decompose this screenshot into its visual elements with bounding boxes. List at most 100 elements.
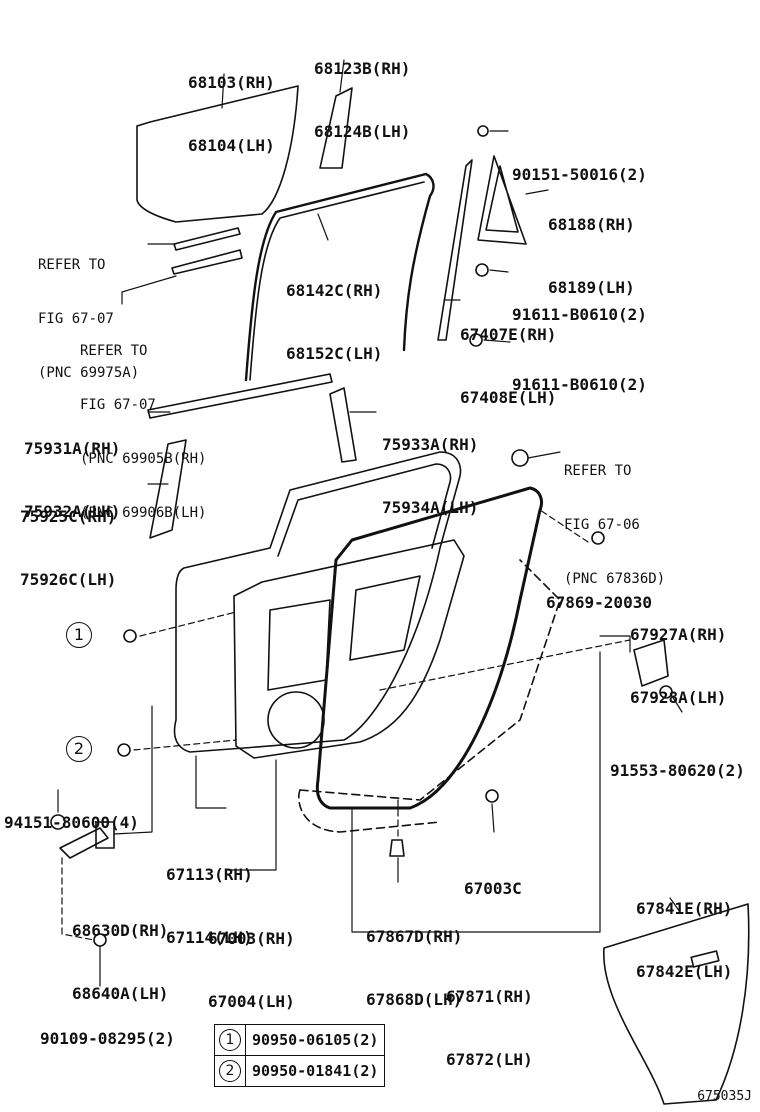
belt-molding <box>147 373 333 419</box>
label-94151: 94151-80600(4) <box>4 770 139 875</box>
label-67927: 67927A(RH) 67928A(LH) <box>630 582 726 750</box>
grommet <box>511 449 529 467</box>
part-number: 67113(RH) <box>166 865 253 884</box>
ref-line: (PNC 67836D) <box>564 571 666 587</box>
part-number: 67407E(RH) <box>460 325 557 344</box>
part-number: 68124B(LH) <box>314 122 411 141</box>
outer-weatherstrip-a <box>173 227 241 251</box>
legend-row: 2 90950-01841(2) <box>214 1055 386 1087</box>
door-outer-panel <box>173 451 462 753</box>
clip-2 <box>117 743 131 757</box>
part-number: 67408E(LH) <box>460 388 557 407</box>
checker-bracket <box>95 821 115 849</box>
door-frame-inner <box>277 463 452 557</box>
part-number: 67004(LH) <box>208 992 295 1011</box>
speaker-hole <box>267 691 325 749</box>
ref-line: FIG 67-06 <box>564 517 640 533</box>
part-number: 67842E(LH) <box>636 962 733 981</box>
part-number: 91611-B0610(2) <box>512 375 647 394</box>
legend-num-cell: 2 <box>214 1055 246 1087</box>
label-67003: 67003(RH) 67004(LH) <box>208 886 295 1054</box>
glass-run-inner <box>249 181 425 381</box>
part-number: 67114(LH) <box>166 928 253 947</box>
part-number: 67928A(LH) <box>630 688 727 707</box>
part-number: 75932A(LH) <box>24 502 121 521</box>
label-90109: 90109-08295(2) <box>40 986 175 1091</box>
outer-weatherstrip-b <box>171 249 243 275</box>
label-67869: 67869-20030 <box>546 550 652 655</box>
door-glass <box>136 85 299 223</box>
ref-line: (PNC 69905B(RH) <box>80 451 207 467</box>
part-number: 67871(RH) <box>446 987 533 1006</box>
ref-line: REFER TO <box>80 343 148 359</box>
part-number: 68152C(LH) <box>286 344 383 363</box>
screw-91553 <box>659 685 673 699</box>
part-number: 67867D(RH) <box>366 927 463 946</box>
refer-note-67836d[interactable]: REFER TO FIG 67-06 (PNC 67836D) <box>564 426 665 624</box>
clip-67003c <box>485 789 499 803</box>
hidden-outline-2 <box>297 789 441 833</box>
label-68188: 68188(RH) 68189(LH) <box>548 172 635 340</box>
door-checker <box>59 827 109 859</box>
legend-part: 90950-01841(2) <box>244 1055 386 1087</box>
label-67113: 67113(RH) 67114(LH) <box>166 822 253 990</box>
ref-line: (PNC 69906B(LH) <box>80 505 207 521</box>
label-75931: 75931A(RH) 75932A(LH) <box>24 396 120 564</box>
legend-part: 90950-06105(2) <box>244 1024 386 1056</box>
leader-lines <box>57 59 683 987</box>
refer-note-69905b[interactable]: REFER TO FIG 67-07 (PNC 69905B(RH) (PNC … <box>80 306 206 558</box>
clip-1 <box>123 629 137 643</box>
part-number: 68188(RH) <box>548 215 635 234</box>
label-91611-b: 91611-B0610(2) <box>512 332 647 437</box>
part-number: 75926C(LH) <box>20 570 117 589</box>
callout-2: 2 <box>66 736 92 762</box>
ref-line: REFER TO <box>38 257 106 273</box>
legend-num: 1 <box>219 1029 241 1051</box>
screw-91611b <box>469 333 483 347</box>
part-number: 67927A(RH) <box>630 625 727 644</box>
part-number: 75925C(RH) <box>20 507 117 526</box>
label-91611-a: 91611-B0610(2) <box>512 262 647 367</box>
part-number: 67003C <box>464 879 522 898</box>
part-number: 75934A(LH) <box>382 498 479 517</box>
division-bar <box>437 159 473 341</box>
clip-67867 <box>389 839 405 857</box>
refer-note-69975a[interactable]: REFER TO FIG 67-07 (PNC 69975A) <box>38 220 139 418</box>
part-number: 68123B(RH) <box>314 59 411 78</box>
part-number: 67868D(LH) <box>366 990 463 1009</box>
ref-line: REFER TO <box>564 463 632 479</box>
screw-91611a <box>475 263 489 277</box>
label-68103: 68103(RH) 68104(LH) <box>188 30 275 198</box>
nut-94151 <box>50 814 66 830</box>
trim-handle-pocket <box>690 950 720 968</box>
pillar-garnish-lower <box>149 439 187 539</box>
door-inner-panel <box>233 539 465 759</box>
part-number: 90109-08295(2) <box>40 1029 175 1048</box>
part-number: 68189(LH) <box>548 278 635 297</box>
figure-code: 675035J <box>697 1089 752 1104</box>
label-67407: 67407E(RH) 67408E(LH) <box>460 282 556 450</box>
label-68142: 68142C(RH) 68152C(LH) <box>286 238 382 406</box>
part-number: 68103(RH) <box>188 73 275 92</box>
legend-num-cell: 1 <box>214 1024 246 1056</box>
part-number: 67869-20030 <box>546 593 652 612</box>
part-number: 67003(RH) <box>208 929 295 948</box>
part-number: 91553-80620(2) <box>610 761 745 780</box>
part-number: 67841E(RH) <box>636 899 733 918</box>
screw-67869 <box>591 531 605 545</box>
ref-line: FIG 67-07 <box>38 311 114 327</box>
part-number: 68640A(LH) <box>72 984 169 1003</box>
part-number: 91611-B0610(2) <box>512 305 647 324</box>
part-number: 68630D(RH) <box>72 921 169 940</box>
label-75933: 75933A(RH) 75934A(LH) <box>382 392 478 560</box>
label-75925: 75925C(RH) 75926C(LH) <box>20 464 116 632</box>
door-trim-board <box>603 903 750 1105</box>
label-91553: 91553-80620(2) <box>610 718 745 823</box>
glass-run <box>244 172 435 382</box>
ref-line: (PNC 69975A) <box>38 365 140 381</box>
ref-line: FIG 67-07 <box>80 397 156 413</box>
part-number: 68142C(RH) <box>286 281 383 300</box>
part-number: 94151-80600(4) <box>4 813 139 832</box>
legend-num: 2 <box>219 1060 241 1082</box>
